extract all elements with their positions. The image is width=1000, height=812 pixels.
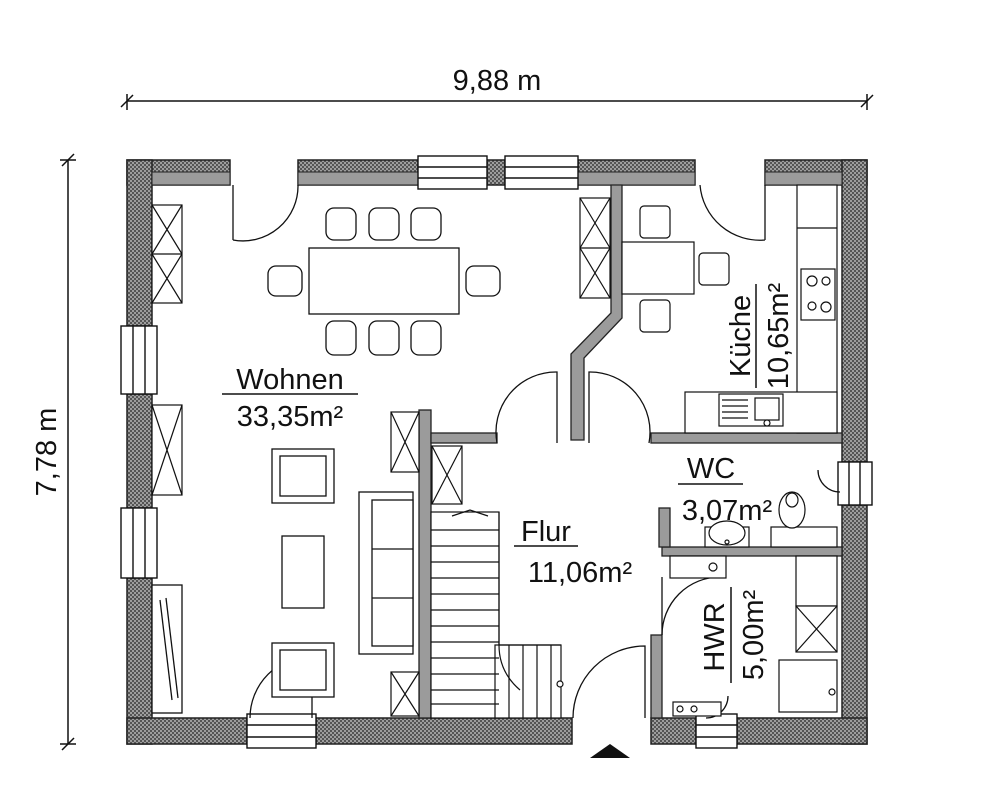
cabinets [151, 197, 611, 717]
room-labels: Wohnen 33,35m² Flur 11,06m² Küche 10,65m… [222, 282, 795, 683]
interior-walls [418, 184, 843, 719]
kitchen-table [621, 241, 695, 295]
room-area-kueche: 10,65m² [763, 282, 795, 389]
doors [232, 184, 841, 719]
dimension-width [120, 94, 874, 110]
entrance-arrow-icon [590, 744, 630, 758]
room-name-wc: WC [687, 453, 735, 485]
room-area-hwr: 5,00m² [738, 590, 770, 681]
dining-table [308, 247, 460, 315]
room-area-flur: 11,06m² [528, 557, 633, 589]
room-name-wohnen: Wohnen [236, 364, 344, 396]
room-name-hwr: HWR [699, 602, 731, 671]
living-furniture [151, 448, 414, 714]
room-area-wohnen: 33,35m² [237, 401, 344, 433]
dimension-height-label: 7,78 m [31, 408, 63, 497]
dimension-height [60, 153, 76, 751]
room-name-kueche: Küche [725, 295, 757, 377]
dimension-width-label: 9,88 m [453, 65, 542, 97]
room-name-flur: Flur [521, 516, 571, 548]
kitchen-furniture [621, 184, 838, 434]
dining-set [267, 207, 501, 356]
hwr-fixtures [669, 555, 838, 717]
wc-fixtures [704, 491, 838, 548]
staircase [430, 509, 564, 719]
room-area-wc: 3,07m² [682, 495, 773, 527]
